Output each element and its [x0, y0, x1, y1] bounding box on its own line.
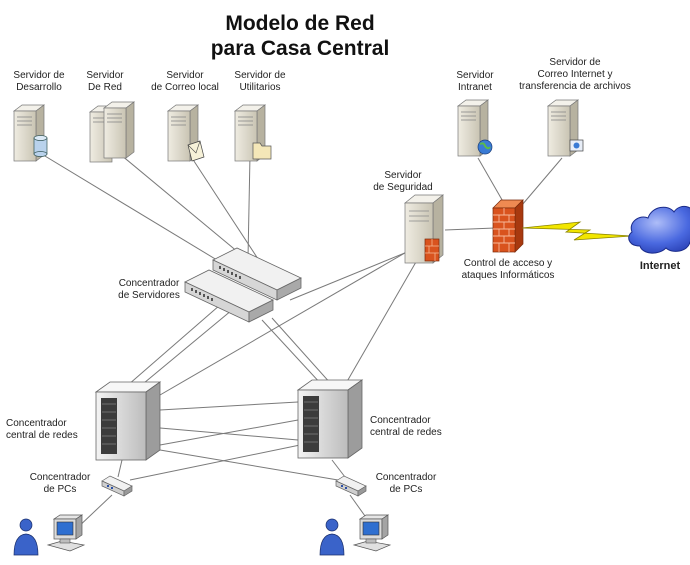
diagram-title-line1: Modelo de Red	[225, 12, 375, 35]
server-correo-local	[166, 104, 205, 162]
diagram-title-line2: para Casa Central	[210, 37, 390, 60]
connection-lines	[34, 149, 563, 531]
link-central-l-pcs-r	[159, 449, 339, 481]
link-correo-local-hub	[189, 154, 263, 266]
lightning-bolt-icon	[521, 221, 633, 241]
mail-globe-icon	[569, 139, 584, 152]
server-desarrollo	[12, 104, 48, 162]
concentrador-central-left-icon	[94, 381, 162, 461]
link-hub-central-l-b	[137, 309, 233, 389]
mini-firewall-icon	[424, 238, 440, 262]
link-utilitarios-hub	[247, 154, 251, 259]
workstation-left	[13, 514, 86, 556]
server-red	[88, 101, 136, 163]
link-central-r-pcs-r	[331, 459, 346, 478]
globe-icon	[477, 139, 493, 155]
link-desarrollo-hub	[34, 149, 251, 281]
link-central-l-r-c	[159, 419, 299, 446]
link-seguridad-hub	[289, 249, 413, 301]
concentrador-servidores-icon	[184, 247, 302, 323]
firewall-icon	[492, 199, 524, 253]
folder-icon	[252, 142, 272, 160]
label-internet: Internet	[639, 260, 681, 272]
link-central-l-r-a	[159, 401, 299, 411]
server-intranet	[456, 99, 493, 157]
cloud-icon	[628, 205, 690, 254]
link-hub-central-r-a	[261, 319, 323, 386]
concentrador-pcs-left-icon	[101, 475, 133, 497]
concentrador-central-right-icon	[296, 379, 364, 459]
user-icon	[319, 518, 345, 556]
link-intranet-firewall	[477, 157, 506, 206]
computer-icon	[46, 514, 86, 552]
link-hub-central-r-b	[271, 317, 333, 386]
database-icon	[33, 135, 48, 157]
link-central-l-r-b	[159, 427, 299, 441]
server-seguridad	[404, 194, 444, 264]
server-correo-internet	[546, 99, 584, 157]
server-utilitarios	[233, 104, 272, 162]
workstation-right	[319, 514, 392, 556]
link-seguridad-central-l	[159, 249, 411, 396]
concentrador-pcs-right-icon	[335, 475, 367, 497]
link-correo-internet-firewall	[521, 157, 563, 206]
link-seguridad-firewall	[444, 227, 496, 231]
computer-icon	[352, 514, 392, 552]
link-central-l-pcs-l	[117, 459, 123, 478]
link-hub-central-l-a	[127, 304, 221, 386]
link-central-r-pcs-l	[129, 444, 301, 481]
mail-icon	[187, 140, 205, 162]
link-seguridad-central-r	[344, 254, 421, 386]
user-icon	[13, 518, 39, 556]
